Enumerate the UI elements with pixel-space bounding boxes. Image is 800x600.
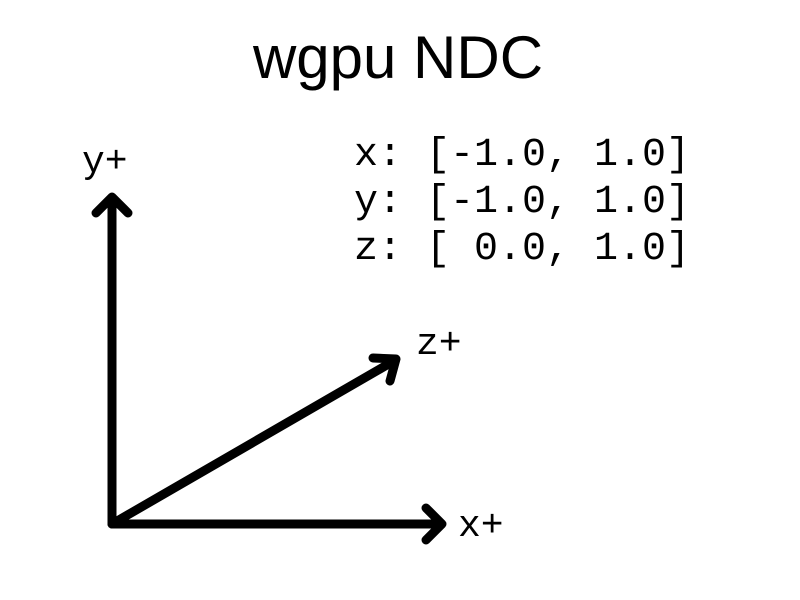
x-axis-label: x+	[458, 505, 504, 548]
range-z: z: [ 0.0, 1.0]	[354, 227, 690, 272]
range-y: y: [-1.0, 1.0]	[354, 180, 690, 225]
z-axis-label: z+	[416, 323, 462, 366]
x-axis	[107, 503, 447, 545]
z-axis-line	[107, 357, 397, 529]
y-axis-arrowhead	[91, 192, 133, 218]
y-axis-label: y+	[82, 141, 128, 184]
z-axis	[107, 353, 401, 529]
diagram-title: wgpu NDC	[252, 24, 543, 91]
range-list: x: [-1.0, 1.0] y: [-1.0, 1.0] z: [ 0.0, …	[354, 133, 690, 272]
y-axis	[91, 192, 133, 529]
range-x: x: [-1.0, 1.0]	[354, 133, 690, 178]
z-axis-arrowhead	[368, 353, 401, 386]
x-axis-arrowhead	[421, 503, 447, 545]
